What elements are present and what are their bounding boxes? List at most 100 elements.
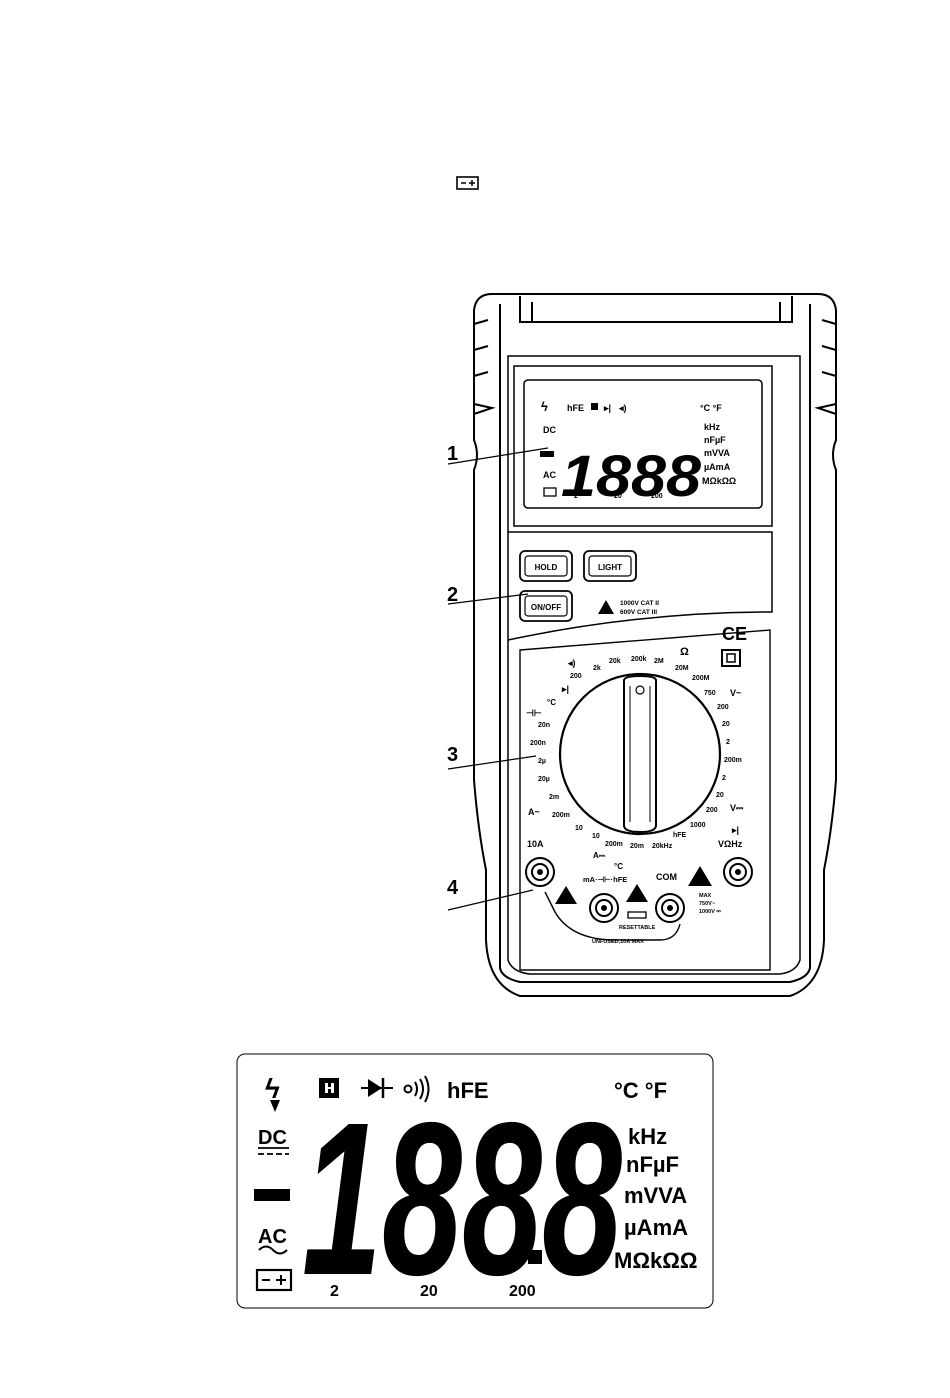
svg-text:▸|: ▸| [731, 825, 739, 835]
svg-text:200m: 200m [724, 757, 742, 764]
onoff-button[interactable]: ON/OFF [531, 603, 561, 612]
svg-text:10: 10 [592, 833, 600, 840]
vdc-label: V⎓ [730, 803, 744, 813]
big-lcd-digits: 1888 [302, 1078, 622, 1321]
cat-rating-2: 600V CAT III [620, 609, 657, 616]
jack-10a: 10A [527, 839, 544, 849]
svg-text:200k: 200k [631, 656, 647, 663]
decimal-point-2 [430, 1250, 444, 1264]
svg-text:20k: 20k [609, 658, 621, 665]
svg-text:10: 10 [575, 825, 583, 832]
svg-text:1000: 1000 [690, 822, 706, 829]
big-lcd-hfe: hFE [447, 1078, 489, 1103]
unfused-label: UNFUSED,10A MAX [592, 939, 644, 945]
small-lcd-hfe: hFE [567, 403, 584, 413]
dial-labels: Ω 200 2k 20k 200k 2M 20M 200M ◂) ▸| °C ⊣… [526, 646, 744, 871]
svg-text:200m: 200m [552, 812, 570, 819]
small-lcd-temp: °C °F [700, 403, 722, 413]
hfe-range: hFE [673, 832, 687, 839]
big-lcd-dc: DC [258, 1127, 287, 1149]
dial-temp: °C [547, 698, 556, 707]
minus-sign [254, 1189, 290, 1201]
big-lcd-ac: AC [258, 1226, 287, 1248]
svg-text:200: 200 [717, 704, 729, 711]
meter-body [473, 293, 837, 997]
light-button[interactable]: LIGHT [598, 563, 622, 572]
callout-1: 1 [447, 443, 458, 465]
resettable-label: RESETTABLE [619, 925, 656, 931]
temp-jack-label: °C [614, 862, 623, 871]
battery-icon [456, 176, 479, 190]
double-insulation-icon [721, 649, 741, 667]
small-lcd: ϟ hFE ▸| ◂) °C °F DC AC 1888 kHz nFµF mV… [540, 399, 736, 509]
svg-text:20: 20 [722, 721, 730, 728]
svg-text:20m: 20m [630, 843, 644, 850]
svg-text:ϟ: ϟ [541, 399, 548, 414]
svg-text:kHz: kHz [704, 422, 721, 432]
buttons: HOLD LIGHT ON/OFF 1000V CAT II 600V CAT … [519, 550, 659, 622]
unit-ohm: MΩkΩΩ [614, 1248, 697, 1273]
decimal-point-3 [528, 1250, 542, 1264]
jack-ma: mA·⊣⊢·hFE [583, 874, 627, 884]
svg-text:▸|: ▸| [603, 403, 611, 413]
svg-text:⊣⊢: ⊣⊢ [526, 708, 542, 718]
svg-text:750V~: 750V~ [699, 901, 715, 907]
continuity-icon [403, 1075, 430, 1103]
svg-text:750: 750 [704, 690, 716, 697]
svg-text:20: 20 [716, 792, 724, 799]
svg-text:20M: 20M [675, 665, 689, 672]
svg-text:mVVA: mVVA [704, 448, 730, 458]
jack-vohz: VΩHz [718, 839, 743, 849]
svg-text:20: 20 [614, 493, 622, 500]
svg-text:MΩkΩΩ: MΩkΩΩ [702, 476, 736, 486]
jack-com: COM [656, 872, 677, 882]
lightning-icon: ϟ [265, 1073, 280, 1112]
hold-button[interactable]: HOLD [535, 563, 558, 572]
svg-text:nFµF: nFµF [704, 435, 726, 445]
freq-range: 20kHz [652, 843, 673, 850]
svg-text:◂): ◂) [567, 658, 576, 668]
aac-label: A~ [528, 807, 540, 817]
svg-text:2µ: 2µ [538, 758, 546, 765]
hold-icon [319, 1078, 339, 1098]
callout-2: 2 [447, 584, 458, 606]
svg-text:200: 200 [651, 493, 663, 500]
svg-text:20n: 20n [538, 722, 550, 729]
svg-text:◂): ◂) [618, 403, 627, 413]
unit-uama: µAmA [624, 1215, 688, 1240]
unit-nfuf: nFµF [626, 1152, 679, 1177]
ce-mark: CE [722, 624, 747, 644]
cat-rating-1: 1000V CAT II [620, 600, 659, 607]
svg-text:ϟ: ϟ [265, 1073, 280, 1104]
callouts: 1 2 3 4 [447, 443, 549, 911]
svg-text:2M: 2M [654, 658, 664, 665]
small-lcd-dc: DC [543, 425, 556, 435]
svg-text:2k: 2k [593, 665, 601, 672]
small-lcd-ac: AC [543, 470, 556, 480]
svg-text:2: 2 [574, 493, 578, 500]
big-lcd-temp: °C °F [614, 1078, 667, 1103]
adc-label: A⎓ [593, 851, 606, 860]
svg-text:µAmA: µAmA [704, 462, 731, 472]
range-200: 200 [509, 1283, 536, 1300]
range-2: 2 [330, 1283, 339, 1300]
svg-text:2: 2 [722, 775, 726, 782]
rotary-dial[interactable] [558, 672, 722, 836]
svg-text:2: 2 [726, 739, 730, 746]
range-20: 20 [420, 1283, 438, 1300]
svg-text:200: 200 [706, 807, 718, 814]
svg-text:200n: 200n [530, 740, 546, 747]
svg-text:1000V ⎓: 1000V ⎓ [699, 909, 721, 915]
svg-text:MAX: MAX [699, 893, 712, 899]
svg-text:▸|: ▸| [561, 684, 569, 694]
svg-text:2m: 2m [549, 794, 559, 801]
decimal-point-1 [332, 1250, 346, 1264]
unit-mvva: mVVA [624, 1183, 687, 1208]
callout-3: 3 [447, 744, 458, 766]
ohm-symbol: Ω [680, 646, 689, 658]
diode-icon [361, 1078, 393, 1098]
input-jacks: 10A mA·⊣⊢·hFE COM VΩHz RESETTABLE UNFUSE… [525, 839, 753, 945]
large-lcd: ϟ hFE °C °F DC AC [236, 1053, 714, 1321]
svg-text:200M: 200M [692, 675, 710, 682]
